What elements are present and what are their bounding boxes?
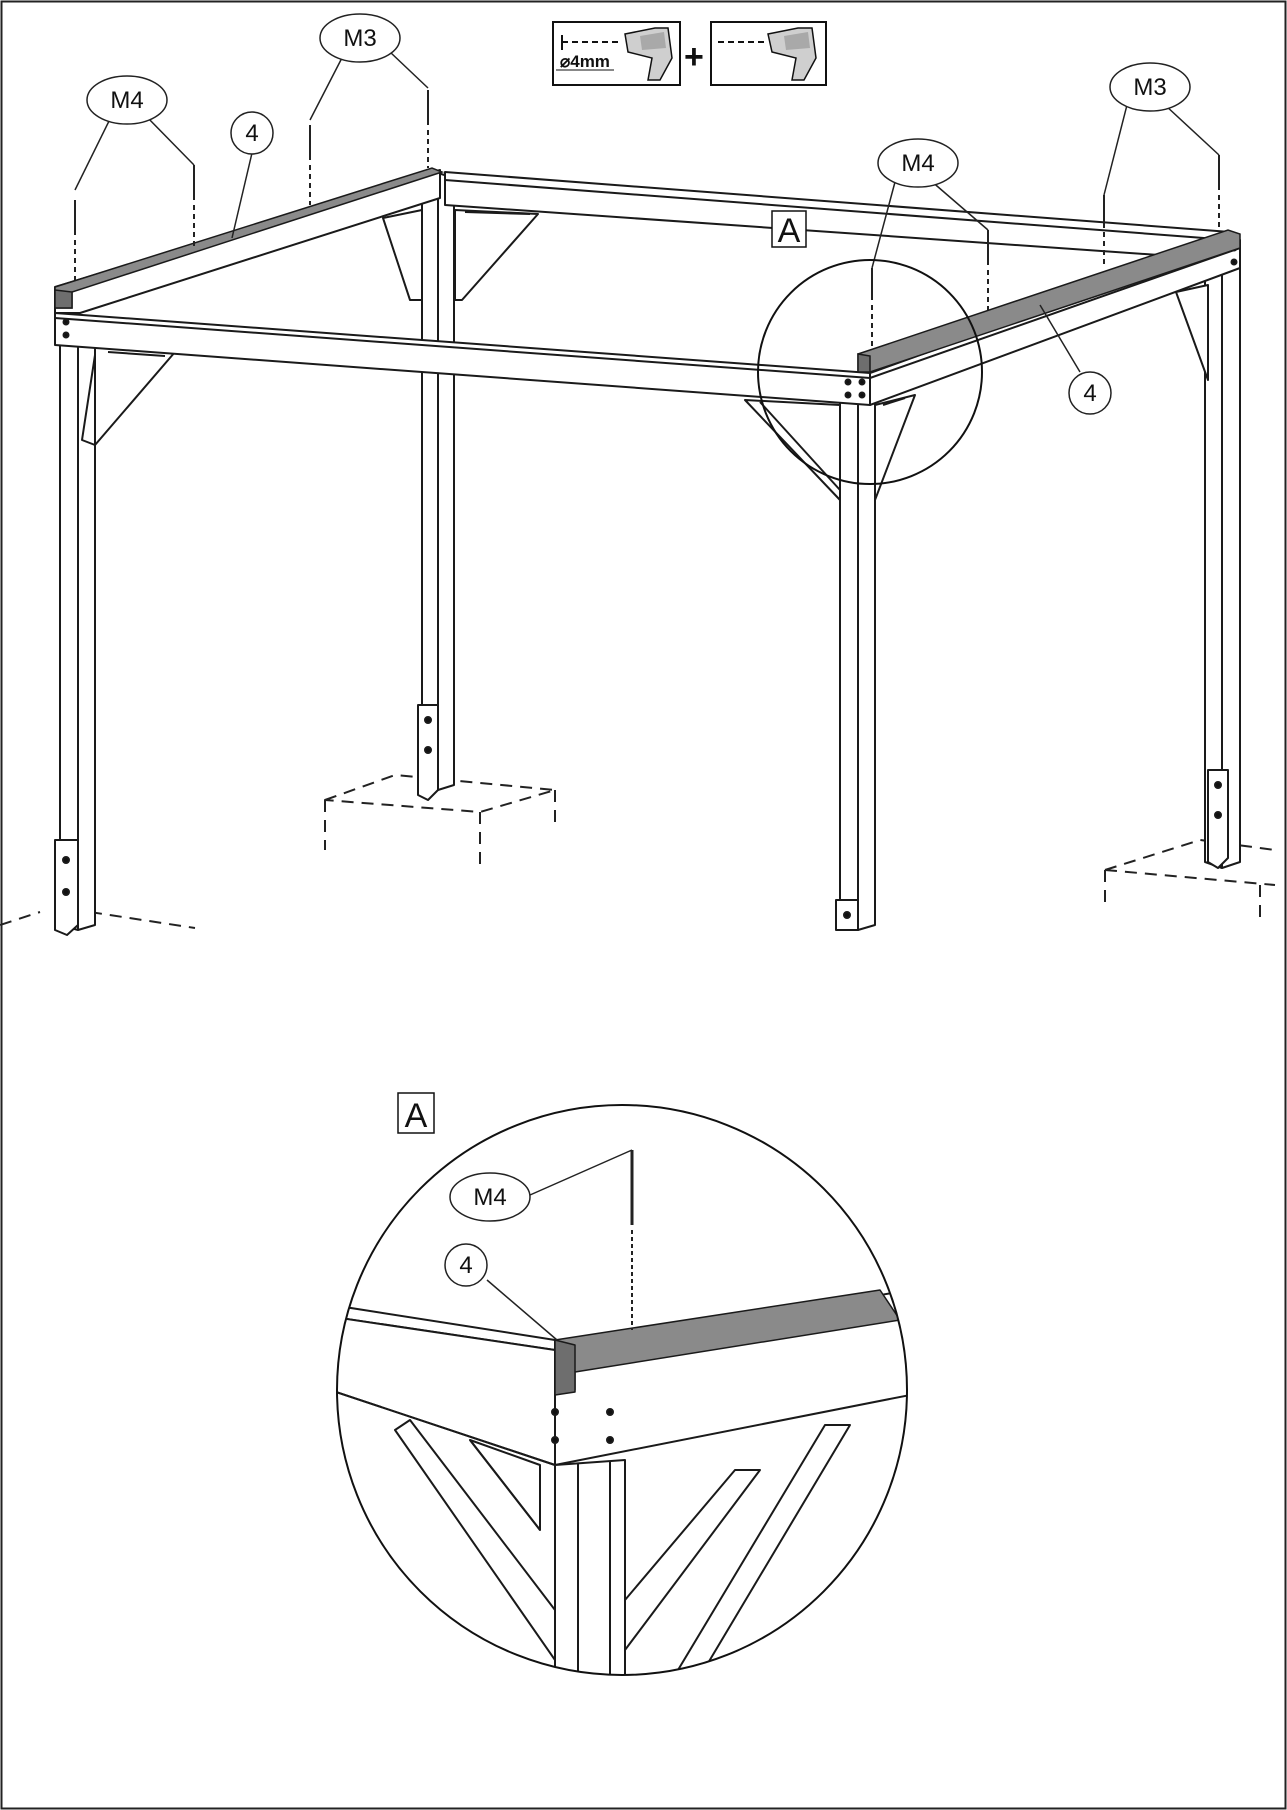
- callout-m4-right: M4: [877, 138, 959, 188]
- callout-part4-right-label: 4: [1083, 380, 1096, 407]
- callout-leaders: [74, 51, 1220, 373]
- callout-part4-right: 4: [1068, 371, 1112, 415]
- tool-pilot-drill-icon: ⌀4mm: [552, 21, 681, 86]
- callout-m3-right: M3: [1109, 62, 1191, 112]
- callout-m3-right-label: M3: [1133, 74, 1166, 101]
- beam-back: [444, 171, 1231, 261]
- ground-footing-outlines: [0, 774, 1276, 929]
- detail-a-view: A M4 4: [336, 1092, 908, 1676]
- detail-callout-m4: M4: [449, 1172, 531, 1222]
- drill-size-label: ⌀4mm: [560, 52, 610, 71]
- callout-m3-left-label: M3: [343, 25, 376, 52]
- detail-callout-m4-label: M4: [473, 1184, 506, 1211]
- detail-callout-part4-label: 4: [459, 1252, 472, 1279]
- callout-m4-left-label: M4: [110, 87, 143, 114]
- post-bracket-front-left: [54, 839, 79, 936]
- callout-m4-right-label: M4: [901, 150, 934, 177]
- detail-a-label-box: A: [397, 1092, 435, 1135]
- callout-part4-left-label: 4: [245, 120, 258, 147]
- detail-callout-part4: 4: [444, 1243, 488, 1287]
- callout-m3-left: M3: [319, 13, 401, 63]
- detail-a-title: A: [405, 1097, 428, 1135]
- fascia-part-4: [54, 167, 1241, 373]
- detail-a-marker: A: [757, 210, 983, 485]
- tool-plus-sign: +: [684, 38, 704, 76]
- callout-m4-left: M4: [86, 75, 168, 125]
- pergola-frame: [0, 169, 1276, 936]
- screws: [74, 90, 1220, 350]
- tool-screwdriver-icon: [710, 21, 827, 86]
- detail-a-marker-label: A: [778, 212, 801, 250]
- callout-part4-left: 4: [230, 111, 274, 155]
